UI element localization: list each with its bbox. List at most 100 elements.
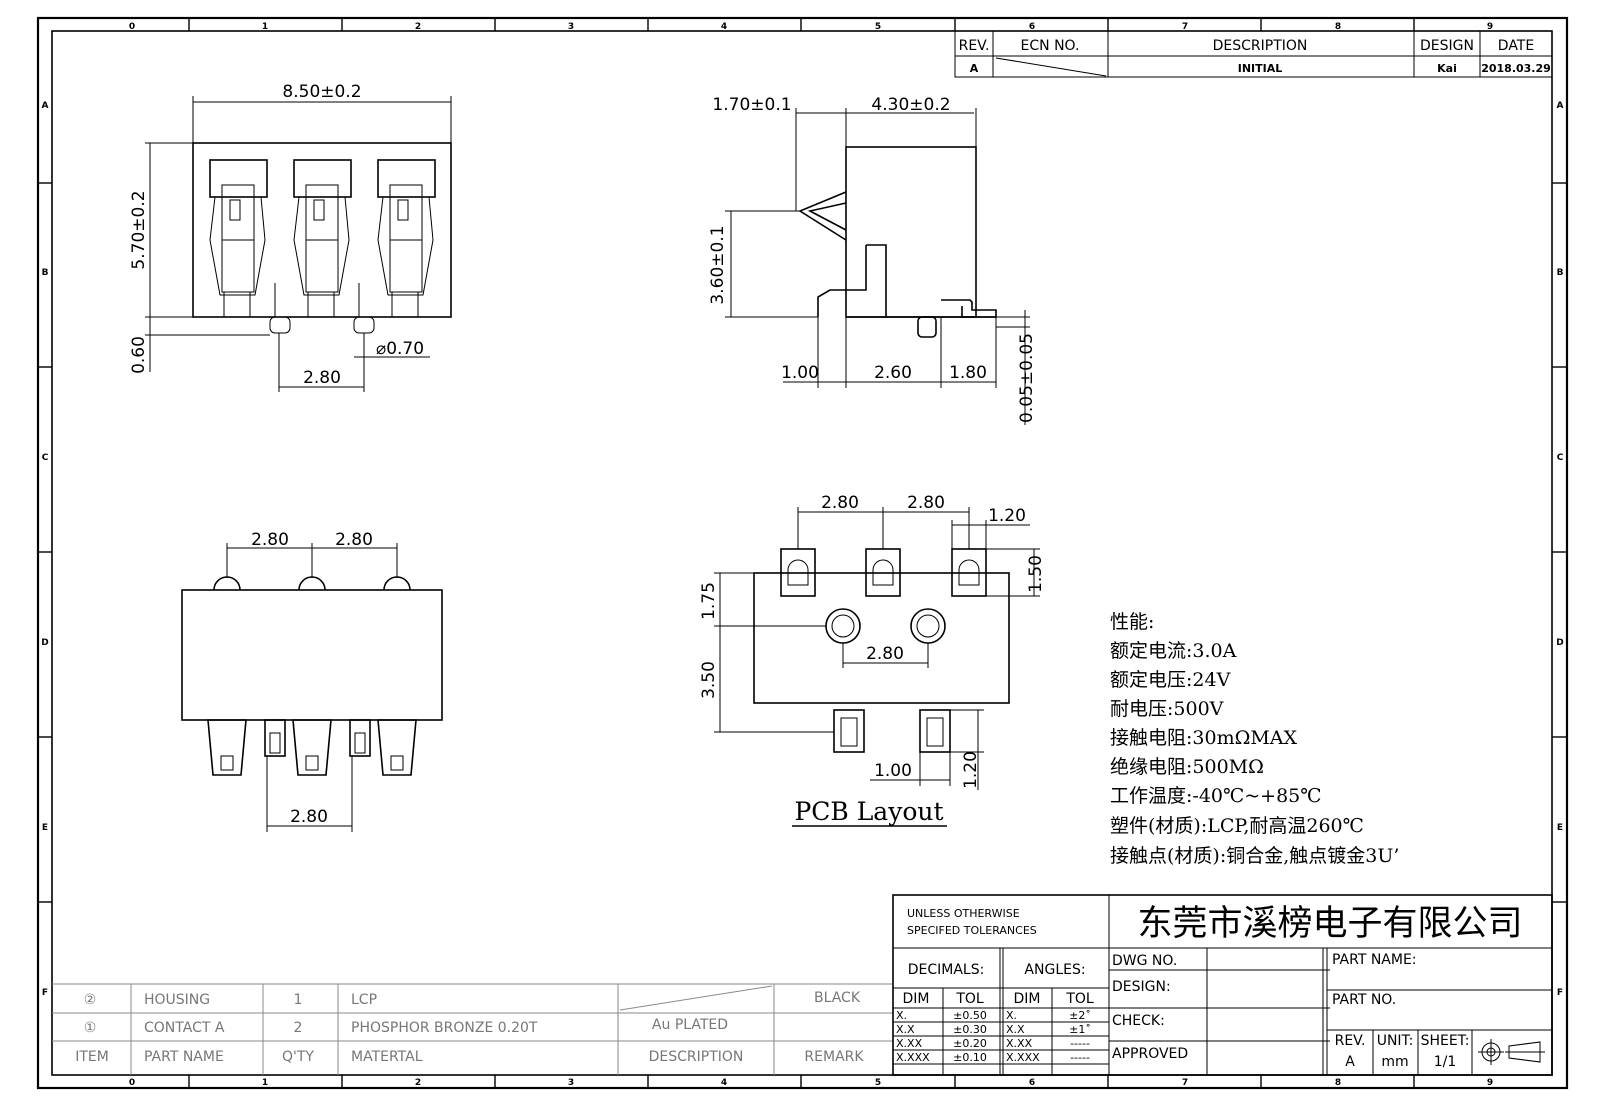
zone-col-4-top: 4 [721, 22, 727, 32]
zone-col-9-top: 9 [1487, 22, 1493, 32]
bom-row-2-qty: 2 [294, 1020, 303, 1036]
decimal-row-2-tol: ±0.30 [953, 1023, 987, 1036]
rev-header: REV. [959, 38, 990, 54]
bottom-view: 2.80 2.80 2.80 [181, 530, 443, 832]
spec-line-4: 接触电阻:30mΩMAX [1110, 727, 1298, 749]
revision-block: REV. ECN NO. DESCRIPTION DESIGN DATE A I… [954, 30, 1553, 78]
side-view-dim-a: 1.00 [781, 363, 819, 383]
sheet-label: SHEET: [1421, 1033, 1470, 1049]
tolerance-note-2: SPECIFED TOLERANCES [907, 924, 1037, 937]
angle-row-4-tol: ----- [1070, 1051, 1090, 1064]
zone-col-1-bottom: 1 [262, 1078, 268, 1088]
side-view-spring-dim: 1.70±0.1 [712, 95, 791, 115]
side-view-dim-c: 1.80 [949, 363, 987, 383]
bom-header-qty: Q'TY [282, 1049, 314, 1065]
decimals-label: DECIMALS: [908, 962, 985, 978]
angles-label: ANGLES: [1024, 962, 1085, 978]
pcb-layout: 2.80 2.80 1.20 1.50 1.75 3.50 2.80 1.00 … [699, 493, 1046, 827]
angle-dim-header: DIM [1014, 991, 1041, 1007]
top-view-hole-dim: ⌀0.70 [376, 339, 424, 359]
top-view: 8.50±0.2 5.70±0.2 0.60 ⌀0.70 2.80 [129, 82, 452, 392]
decimal-dim-header: DIM [903, 991, 930, 1007]
pcb-pad-pitch-1: 2.80 [821, 493, 859, 513]
zone-row-D-right: D [1556, 638, 1563, 648]
side-view: 1.70±0.1 4.30±0.2 3.60±0.1 1.00 2.60 1.8… [708, 95, 1037, 425]
zone-col-5-top: 5 [875, 22, 881, 32]
rev-value-title: A [1345, 1054, 1355, 1070]
zone-row-B-right: B [1557, 268, 1564, 278]
description-header: DESCRIPTION [1213, 38, 1308, 54]
zone-col-1-top: 1 [262, 22, 268, 32]
tolerance-note-1: UNLESS OTHERWISE [907, 907, 1020, 920]
pcb-hole-pitch: 2.80 [866, 644, 904, 664]
unit-label: UNIT: [1377, 1033, 1414, 1049]
zone-col-8-bottom: 8 [1335, 1078, 1341, 1088]
angle-row-3-tol: ----- [1070, 1037, 1090, 1050]
zone-row-E-left: E [42, 823, 48, 833]
design-label: DESIGN: [1112, 979, 1171, 995]
ecn-header: ECN NO. [1021, 38, 1080, 54]
bom-row-1-remark: BLACK [814, 990, 861, 1006]
zone-col-6-bottom: 6 [1029, 1078, 1035, 1088]
decimal-row-1-tol: ±0.50 [953, 1009, 987, 1022]
side-view-coplanarity-dim: 0.05±0.05 [1017, 333, 1037, 423]
spec-line-5: 绝缘电阻:500MΩ [1110, 756, 1264, 778]
bom-row-2-part-name: CONTACT A [144, 1020, 225, 1036]
bom-header-item: ITEM [75, 1049, 109, 1065]
angle-row-2-dim: X.X [1006, 1023, 1025, 1036]
zone-row-A-right: A [1557, 101, 1564, 111]
spec-line-2: 额定电压:24V [1110, 669, 1231, 691]
title-block: UNLESS OTHERWISE SPECIFED TOLERANCES 东莞市… [892, 894, 1553, 1076]
pcb-pad-height: 1.50 [1026, 555, 1046, 593]
decimal-row-3-dim: X.XX [896, 1037, 923, 1050]
bottom-view-pitch-2: 2.80 [335, 530, 373, 550]
spec-line-7: 塑件(材质):LCP,耐高温260℃ [1110, 815, 1364, 837]
approved-label: APPROVED [1112, 1046, 1188, 1062]
bom-row-1-part-name: HOUSING [144, 992, 210, 1008]
bom-table: ② HOUSING 1 LCP BLACK ① CONTACT A 2 PHOS… [52, 983, 893, 1075]
pcb-offset-2: 3.50 [699, 661, 719, 699]
bom-header-material: MATERTAL [351, 1049, 423, 1065]
unit-value: mm [1381, 1054, 1408, 1070]
spec-line-8: 接触点(材质):铜合金,触点镀金3U’ [1110, 845, 1399, 867]
dwg-no-label: DWG NO. [1112, 953, 1177, 969]
pcb-pad-width: 1.20 [988, 506, 1026, 526]
top-view-pitch-dim: 2.80 [303, 368, 341, 388]
decimal-row-4-tol: ±0.10 [953, 1051, 987, 1064]
bom-row-2-item: ① [84, 1020, 97, 1036]
date-header: DATE [1498, 38, 1534, 54]
angle-row-1-dim: X. [1006, 1009, 1017, 1022]
rev-label: REV. [1335, 1033, 1366, 1049]
zone-row-D-left: D [41, 638, 48, 648]
bom-header-description: DESCRIPTION [649, 1049, 744, 1065]
angle-row-2-tol: ±1˚ [1069, 1023, 1091, 1036]
projection-symbol-icon [1478, 1039, 1545, 1065]
decimal-row-4-dim: X.XXX [896, 1051, 930, 1064]
check-label: CHECK: [1112, 1013, 1165, 1029]
zone-col-4-bottom: 4 [721, 1078, 727, 1088]
bom-row-1-qty: 1 [294, 992, 303, 1008]
bom-header-part-name: PART NAME [144, 1049, 224, 1065]
specifications: 性能: 额定电流:3.0A 额定电压:24V 耐电压:500V 接触电阻:30m… [1110, 611, 1399, 867]
spec-line-3: 耐电压:500V [1110, 698, 1224, 720]
zone-col-0-top: 0 [129, 22, 135, 32]
zone-col-7-top: 7 [1182, 22, 1188, 32]
decimal-row-3-tol: ±0.20 [953, 1037, 987, 1050]
design-value: Kai [1437, 62, 1457, 75]
part-name-label: PART NAME: [1332, 952, 1417, 968]
zone-row-E-right: E [1557, 823, 1563, 833]
pcb-tail-pad-height: 1.20 [961, 751, 981, 789]
side-view-height-dim: 3.60±0.1 [708, 225, 728, 304]
zone-row-C-left: C [42, 453, 49, 463]
decimal-tol-header: TOL [955, 991, 984, 1007]
bottom-view-tail-pitch: 2.80 [290, 807, 328, 827]
pcb-offset-1: 1.75 [699, 582, 719, 620]
zone-row-F-left: F [42, 988, 48, 998]
spec-line-6: 工作温度:-40℃~+85℃ [1110, 785, 1322, 807]
zone-col-5-bottom: 5 [875, 1078, 881, 1088]
description-value: INITIAL [1238, 62, 1283, 75]
angle-tol-header: TOL [1065, 991, 1094, 1007]
bom-row-1-item: ② [84, 992, 97, 1008]
zone-col-7-bottom: 7 [1182, 1078, 1188, 1088]
